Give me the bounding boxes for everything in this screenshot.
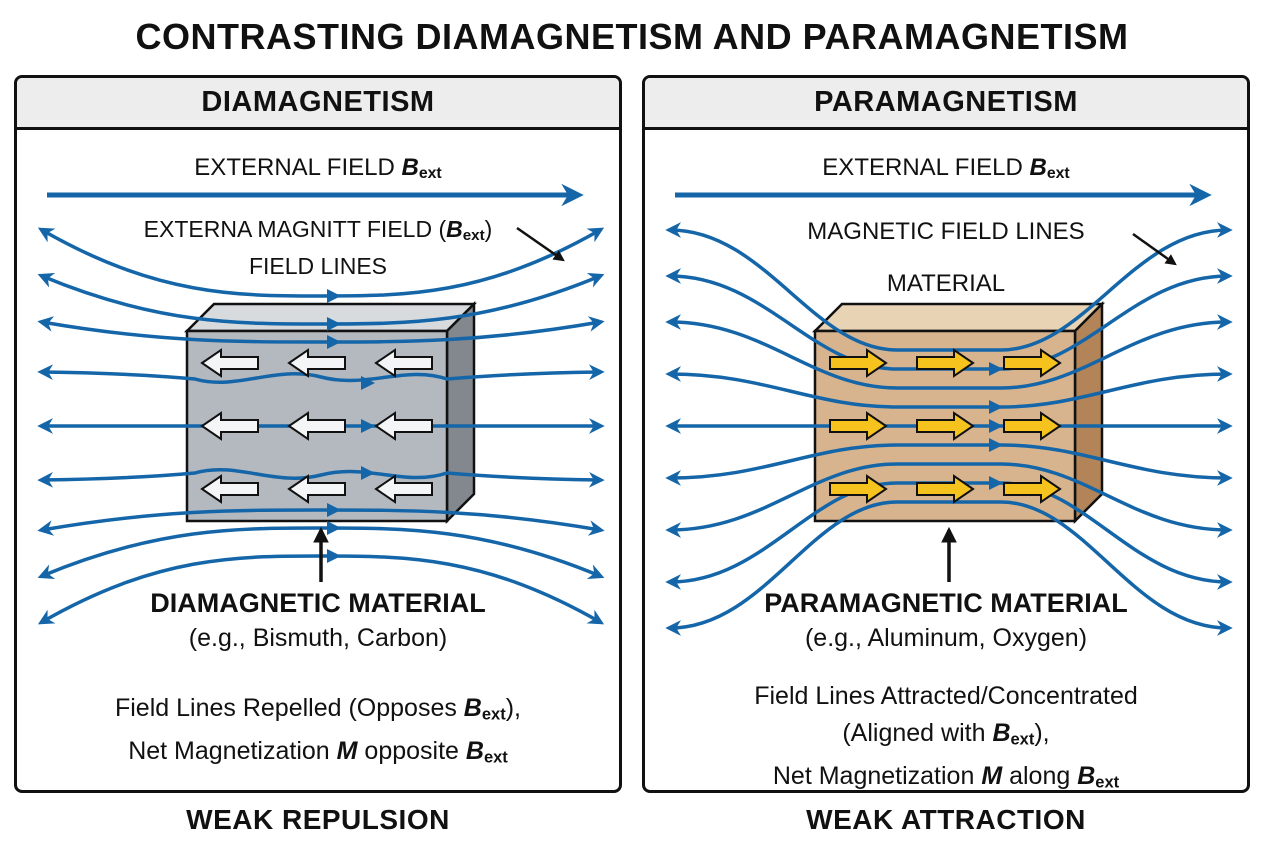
material-name-label: DIAMAGNETIC MATERIAL [150, 588, 486, 618]
field-direction-arrowheads [327, 289, 375, 563]
material-tag: MATERIAL [886, 270, 1006, 297]
label-pointer-arrow [1132, 232, 1177, 266]
panel-header-paramagnetism: PARAMAGNETISM [645, 78, 1247, 130]
panel-header-diamagnetism: DIAMAGNETISM [17, 78, 619, 130]
caption-line-2: (Aligned with Bext), [842, 719, 1050, 749]
field-lines-label: MAGNETIC FIELD LINES [807, 218, 1085, 245]
field-lines-label-line1: EXTERNA MAGNITT FIELD (Bext) [143, 216, 493, 245]
field-lines-label: EXTERNA MAGNITT FIELD (Bext) FIELD LINES [17, 214, 619, 282]
caption-line-3: Net Magnetization M along Bext [772, 762, 1120, 792]
label-pointer-arrow [516, 226, 565, 262]
material-name-label: PARAMAGNETIC MATERIAL [764, 588, 1128, 618]
caption-block: Field Lines Attracted/Concentrated (Alig… [645, 678, 1247, 792]
diagram-title: CONTRASTING DIAMAGNETISM AND PARAMAGNETI… [135, 16, 1129, 57]
material-examples-label: (e.g., Aluminum, Oxygen) [804, 624, 1088, 652]
diamagnetism-panel: DIAMAGNETISM EXTERNAL FIELD Bext EXTERNA… [14, 75, 622, 793]
field-lines [665, 222, 1233, 636]
diamagnetism-figure [37, 183, 605, 625]
field-lines-label-line2: FIELD LINES [248, 253, 388, 280]
paramagnetism-figure [665, 183, 1233, 636]
caption-line-1: Field Lines Attracted/Concentrated [754, 682, 1138, 710]
paramagnetism-panel: PARAMAGNETISM EXTERNAL FIELD Bext MAGNET… [642, 75, 1250, 793]
material-examples-label: (e.g., Bismuth, Carbon) [188, 624, 448, 652]
footer-label-repulsion: WEAK REPULSION [186, 804, 450, 835]
caption-block: Field Lines Repelled (Opposes Bext), Net… [17, 690, 619, 777]
footer-label-attraction: WEAK ATTRACTION [806, 804, 1086, 835]
external-field-label: EXTERNAL FIELD Bext [194, 154, 442, 183]
caption-line-2: Net Magnetization M opposite Bext [128, 737, 508, 767]
external-field-label: EXTERNAL FIELD Bext [822, 154, 1070, 183]
caption-line-1: Field Lines Repelled (Opposes Bext), [114, 694, 521, 724]
field-direction-arrowheads [989, 362, 1003, 490]
magnetic-moment-arrows [200, 348, 433, 504]
magnetic-moment-arrows [829, 348, 1062, 504]
